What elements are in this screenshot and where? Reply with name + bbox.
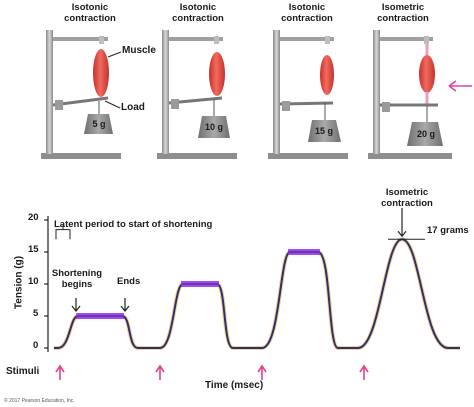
plateau-highlight-3 [288,249,320,255]
panel-3-title: Isotonic contraction [276,2,338,24]
stimulus-arrow-icon-3 [257,364,267,380]
y-tick-0: 0 [33,340,39,351]
shortening-begins-arrow-icon [71,298,81,312]
muscle-3 [320,55,334,95]
isometric-line2: contraction [381,198,433,209]
load-label: Load [121,102,145,113]
apparatus-panel-2 [157,30,237,159]
shortening-begins-line1: Shortening [51,268,103,279]
stimulus-arrow-icon-2 [155,364,165,380]
panel-1-title-line2: contraction [64,13,116,24]
latent-period-label: Latent period to start of shortening [54,219,213,230]
weight-1 [84,114,113,134]
muscle-2 [209,52,225,96]
load-pointer [104,100,121,109]
weight-4 [407,122,443,146]
panel-3-title-line2: contraction [281,13,333,24]
shortening-begins-label: Shortening begins [48,268,106,290]
panel-3-title-line1: Isotonic [288,2,326,13]
panel-2-title: Isotonic contraction [167,2,229,24]
stimulus-arrow-icon-4 [359,364,369,380]
side-arrow-icon [448,80,472,92]
apparatus-panel-4 [368,30,452,159]
ends-label: Ends [117,276,141,287]
panel-2-title-line1: Isotonic [179,2,217,13]
muscle-1 [93,49,109,97]
ends-arrow-icon [120,298,130,312]
apparatus-panel-1 [41,30,121,159]
weight-2 [198,116,230,138]
curve-glow [54,237,460,350]
muscle-pointer [107,51,122,58]
muscle-label: Muscle [122,45,156,56]
weight-4-label: 20 g [416,129,435,139]
x-axis-label: Time (msec) [205,380,264,391]
plateau-highlight-2 [181,281,219,287]
copyright-label: © 2017 Pearson Education, Inc. [4,398,75,404]
weight-3 [308,120,341,142]
grams-17-label: 17 grams [427,225,469,236]
tension-curve [54,238,460,349]
plateau-highlight-1 [76,313,124,319]
y-tick-20: 20 [28,212,39,223]
latent-period-bracket [55,225,71,240]
apparatus-illustrations [41,30,472,159]
isometric-arrow-icon [397,208,407,238]
y-tick-5: 5 [33,308,39,319]
muscle-4 [419,55,435,93]
apparatus-panel-3 [268,30,348,159]
tension-chart [44,208,460,380]
panel-4-title-line2: contraction [377,13,429,24]
panel-2-title-line2: contraction [172,13,224,24]
y-tick-10: 10 [28,276,39,287]
isometric-line1: Isometric [385,187,429,198]
weight-2-label: 10 g [204,122,223,132]
stimuli-label: Stimuli [6,366,40,377]
panel-1-title-line1: Isotonic [71,2,109,13]
weight-1-label: 5 g [92,119,106,129]
panel-4-title: Isometric contraction [372,2,434,24]
isometric-contraction-label: Isometric contraction [372,187,442,209]
weight-3-label: 15 g [314,126,333,136]
y-axis-label: Tension (g) [13,255,25,310]
panel-1-title: Isotonic contraction [60,2,120,24]
stimulus-arrow-icon-1 [55,364,65,380]
shortening-begins-line2: begins [61,279,93,290]
panel-4-title-line1: Isometric [381,2,425,13]
y-tick-15: 15 [28,244,39,255]
